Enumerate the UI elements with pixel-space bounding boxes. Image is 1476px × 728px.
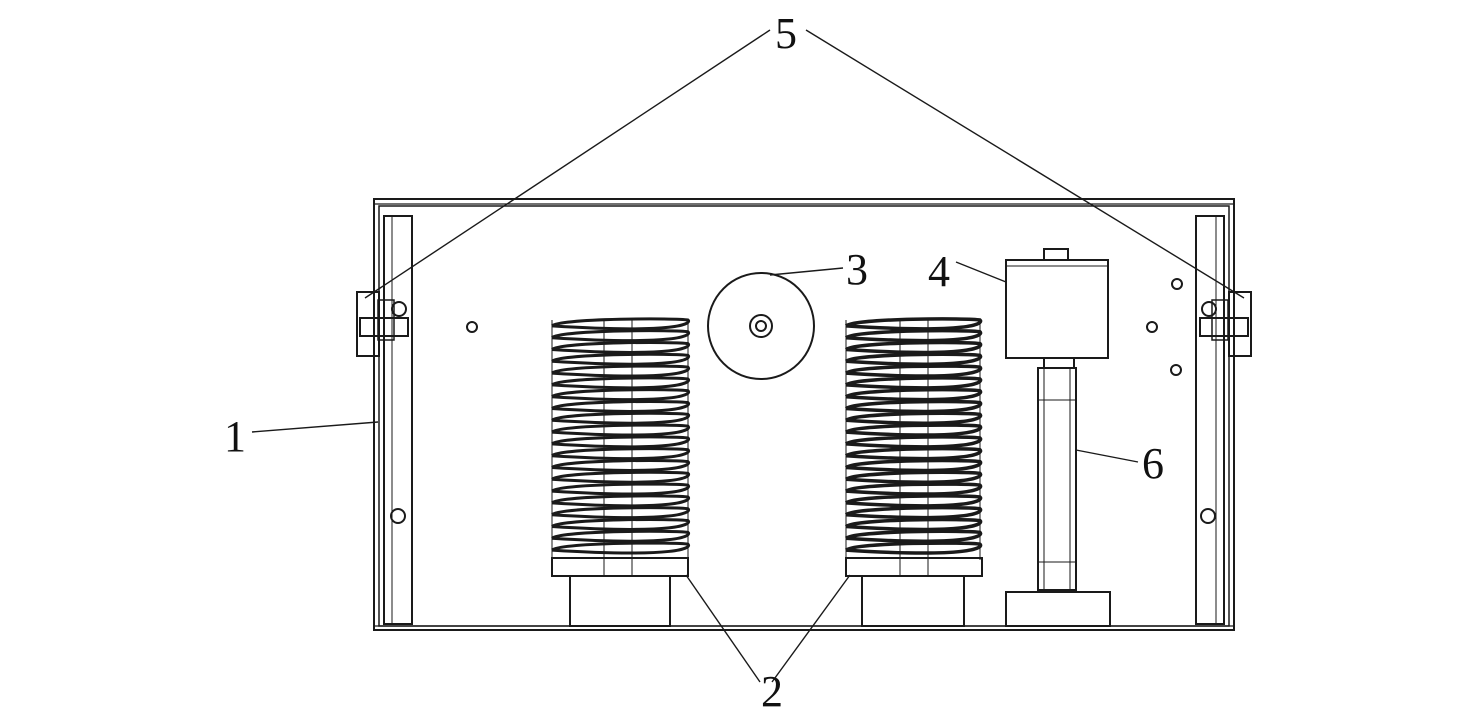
spring-coil xyxy=(844,458,983,473)
spring-coil xyxy=(551,470,691,484)
spring-coil xyxy=(551,541,691,555)
spring-coil xyxy=(844,446,983,461)
spring-coil xyxy=(844,529,983,543)
right-spring-coils xyxy=(844,317,983,555)
spring-coil xyxy=(551,376,691,390)
right-spring-assembly xyxy=(844,317,983,627)
spring-coil xyxy=(551,506,691,520)
callout-label-1: 1 xyxy=(224,412,246,461)
spring-coil xyxy=(551,388,691,402)
spring-coil xyxy=(844,470,983,484)
callout-label-4: 4 xyxy=(928,247,950,296)
hole xyxy=(466,321,478,333)
spring-coil xyxy=(844,482,983,496)
cylinder-base xyxy=(1005,591,1111,627)
spring-coil xyxy=(844,494,983,508)
right-spring-base xyxy=(861,575,965,627)
spring-coil xyxy=(844,541,983,555)
spring-coil xyxy=(844,505,983,520)
spring-coil xyxy=(551,458,691,472)
spring-coil xyxy=(844,435,983,449)
housing xyxy=(373,198,1235,631)
hole xyxy=(1171,278,1183,290)
spring-coil xyxy=(551,482,691,496)
spring-coil xyxy=(844,364,983,378)
spring-coil xyxy=(551,529,691,543)
spring-coil xyxy=(844,340,983,355)
hole xyxy=(1170,364,1182,376)
spring-coil xyxy=(844,399,983,414)
spring-coil xyxy=(551,364,691,378)
spring-coil xyxy=(844,317,983,331)
spring-coil xyxy=(551,352,691,366)
spring-coil xyxy=(551,435,691,449)
spring-coil xyxy=(844,352,983,366)
callout-label-5: 5 xyxy=(775,9,797,58)
callout-label-6: 6 xyxy=(1142,439,1164,488)
box-component xyxy=(1005,248,1109,369)
right-spring-seat xyxy=(845,557,983,577)
spring-coil xyxy=(844,328,983,343)
callout-label-3: 3 xyxy=(846,245,868,294)
spring-coil xyxy=(551,340,691,354)
left-rail xyxy=(383,215,413,625)
left-mounting-bracket xyxy=(356,291,409,357)
right-rail xyxy=(1195,215,1225,625)
spring-coil xyxy=(551,329,691,343)
spring-coil xyxy=(844,517,983,532)
disc-component xyxy=(707,272,815,380)
left-spring-coils xyxy=(551,317,691,555)
left-spring-base xyxy=(569,575,671,627)
spring-coil xyxy=(551,399,691,413)
spring-coil xyxy=(844,411,983,425)
spring-coil xyxy=(551,317,691,331)
spring-coil xyxy=(551,423,691,437)
spring-coil xyxy=(844,423,983,437)
hole xyxy=(1146,321,1158,333)
callout-label-2: 2 xyxy=(761,667,783,716)
left-spring-assembly xyxy=(551,317,691,627)
left-spring-seat xyxy=(551,557,689,577)
cylinder-column xyxy=(1005,367,1111,627)
spring-coil xyxy=(551,447,691,461)
spring-coil xyxy=(844,387,983,402)
spring-coil xyxy=(551,411,691,425)
leader-lines xyxy=(251,29,1245,683)
spring-coil xyxy=(551,494,691,508)
spring-coil xyxy=(551,517,691,531)
right-mounting-bracket xyxy=(1199,291,1252,357)
spring-coil xyxy=(844,376,983,390)
